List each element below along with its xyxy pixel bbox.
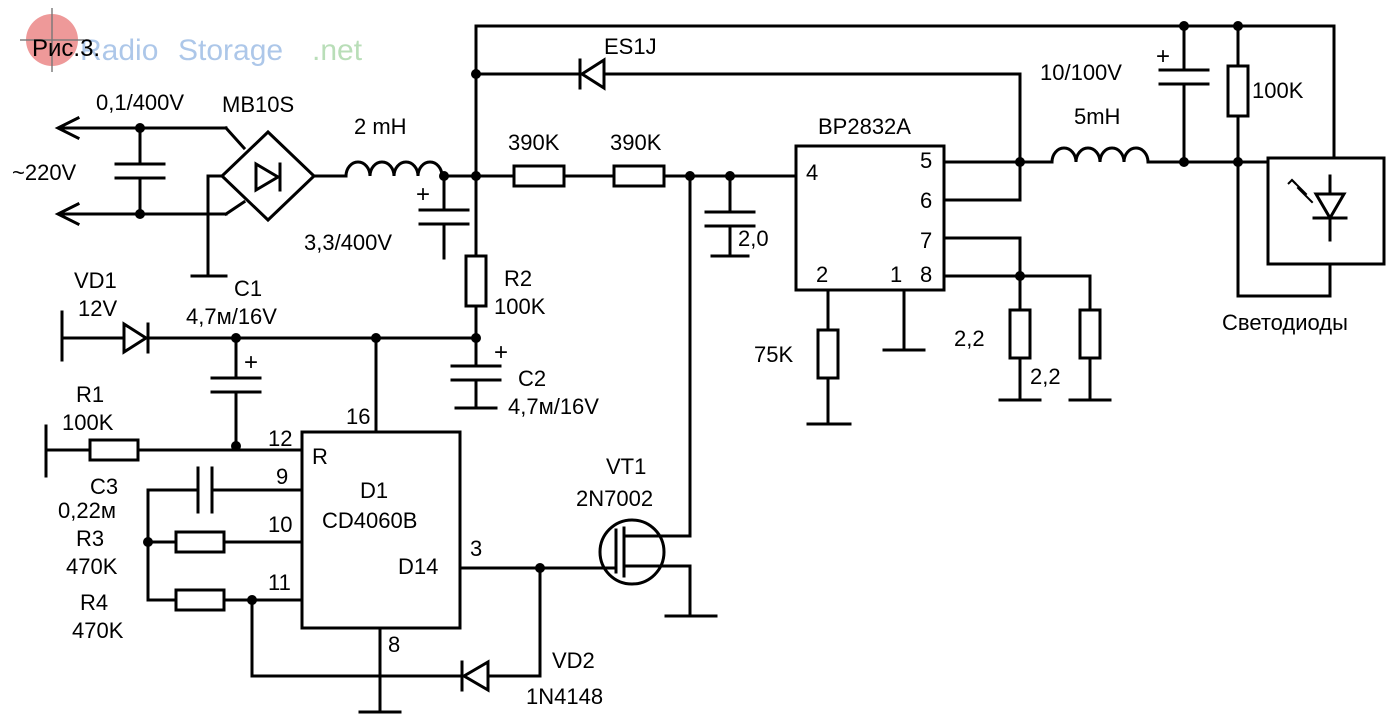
- d1-reset-pin: R: [312, 444, 328, 469]
- c1-name: C1: [234, 276, 262, 301]
- cd4060b-ic: R D1 CD4060B D14 12 9 10 11 16 3 8: [268, 336, 482, 714]
- bp-pin7: 7: [920, 228, 932, 253]
- bridge-rectifier: MB10S: [190, 92, 317, 278]
- output-resistor: 100K: [1226, 24, 1332, 298]
- bp-part-label: BP2832A: [818, 114, 911, 139]
- startup-resistors: 390K 390K: [474, 130, 798, 188]
- c3-name: C3: [90, 474, 118, 499]
- cbulk-label: 3,3/400V: [304, 230, 392, 255]
- watermark: Radio Storage .net: [80, 34, 363, 67]
- vt1-name: VT1: [606, 454, 646, 479]
- diode-vd2: VD2 1N4148: [250, 566, 603, 709]
- r1-value: 100K: [62, 410, 114, 435]
- resistor-r2: R2 100K: [464, 174, 546, 340]
- d1-pin11: 11: [268, 570, 291, 595]
- d1-pin9: 9: [276, 464, 288, 489]
- vd2-name: VD2: [552, 648, 595, 673]
- r4-value: 470K: [72, 618, 124, 643]
- inductor1-label: 2 mH: [354, 114, 407, 139]
- output-capacitor: + 10/100V: [1040, 24, 1210, 164]
- d1-pin10: 10: [268, 512, 292, 537]
- bp-pin8: 8: [920, 262, 932, 287]
- bp-pin-wiring: [882, 157, 1092, 352]
- r2-value: 100K: [494, 294, 546, 319]
- bp-pin5: 5: [920, 148, 932, 173]
- vd1-name: VD1: [74, 268, 117, 293]
- watermark-net: .net: [312, 34, 363, 67]
- r2-name: R2: [504, 266, 532, 291]
- d1-name: D1: [360, 478, 388, 503]
- c1-value: 4,7м/16V: [186, 304, 277, 329]
- cout-label: 10/100V: [1040, 60, 1122, 85]
- resistor-75k: 75K: [754, 288, 852, 426]
- c3-value: 0,22м: [58, 498, 116, 523]
- svg-text:+: +: [244, 349, 258, 376]
- d1-pin3: 3: [470, 536, 482, 561]
- svg-text:+: +: [494, 339, 508, 366]
- vd1-value: 12V: [78, 296, 117, 321]
- d1-pin8: 8: [388, 632, 400, 657]
- capacitor-c1: +: [210, 336, 262, 448]
- bp-pin4: 4: [806, 160, 818, 185]
- input-voltage-label: ~220V: [12, 160, 77, 185]
- cap-pin4: 2,0: [704, 174, 769, 258]
- r1-name: R1: [76, 382, 104, 407]
- bp-pin1: 1: [890, 262, 902, 287]
- r390b-label: 390K: [610, 130, 662, 155]
- diode-es1j: ES1J: [474, 34, 1022, 202]
- vd2-value: 1N4148: [526, 684, 603, 709]
- r3-name: R3: [76, 526, 104, 551]
- es1j-label: ES1J: [604, 34, 657, 59]
- cpin4-label: 2,0: [738, 226, 769, 251]
- svg-text:+: +: [1156, 43, 1170, 70]
- input-capacitor: 0,1/400V: [96, 90, 184, 219]
- inductor-5mh: 5mH: [1018, 104, 1270, 167]
- cin-label: 0,1/400V: [96, 90, 184, 115]
- rcs1-label: 2,2: [954, 326, 985, 351]
- capacitor-c2: + C2 4,7м/16V: [450, 336, 599, 419]
- r75-label: 75K: [754, 342, 793, 367]
- r390a-label: 390K: [508, 130, 560, 155]
- bp2832a-ic: BP2832A 4 5 6 7 8 2 1: [794, 114, 946, 292]
- vt1-value: 2N7002: [576, 486, 653, 511]
- d1-part: CD4060B: [322, 508, 417, 533]
- ac-input: ~220V: [12, 115, 228, 227]
- rout-label: 100K: [1252, 78, 1304, 103]
- supply-rail: VD1 12V C1 4,7м/16V: [60, 268, 481, 362]
- r4-name: R4: [80, 590, 108, 615]
- watermark-radio: Radio: [80, 34, 158, 67]
- oscillator-network: C3 0,22м R3 470K R4 470K: [58, 466, 304, 643]
- mosfet-vt1: VT1 2N7002: [458, 174, 718, 618]
- d1-pin16: 16: [346, 404, 370, 429]
- bulk-capacitor: + 3,3/400V: [304, 171, 470, 260]
- d1-pin12: 12: [268, 426, 292, 451]
- leds-label: Светодиоды: [1222, 310, 1348, 335]
- inductor-2mh: 2 mH: [312, 114, 478, 178]
- inductor2-label: 5mH: [1074, 104, 1120, 129]
- rcs2-label: 2,2: [1030, 364, 1061, 389]
- logo-crosshair-icon: [20, 8, 84, 72]
- light-emission-icon: [1287, 178, 1314, 204]
- svg-text:+: +: [416, 181, 430, 208]
- figure-caption: Рис.3.: [32, 35, 100, 62]
- led-string: Светодиоды: [1222, 24, 1386, 335]
- c2-name: C2: [518, 366, 546, 391]
- resistor-r1: R1 100K: [44, 382, 304, 478]
- current-sense-resistors: 2,2 2,2: [954, 274, 1112, 402]
- watermark-storage: Storage: [178, 34, 283, 67]
- d1-out-pin: D14: [398, 554, 438, 579]
- r3-value: 470K: [66, 554, 118, 579]
- bp-pin2: 2: [816, 262, 828, 287]
- c2-value: 4,7м/16V: [508, 394, 599, 419]
- bridge-label: MB10S: [222, 92, 294, 117]
- bp-pin6: 6: [920, 188, 932, 213]
